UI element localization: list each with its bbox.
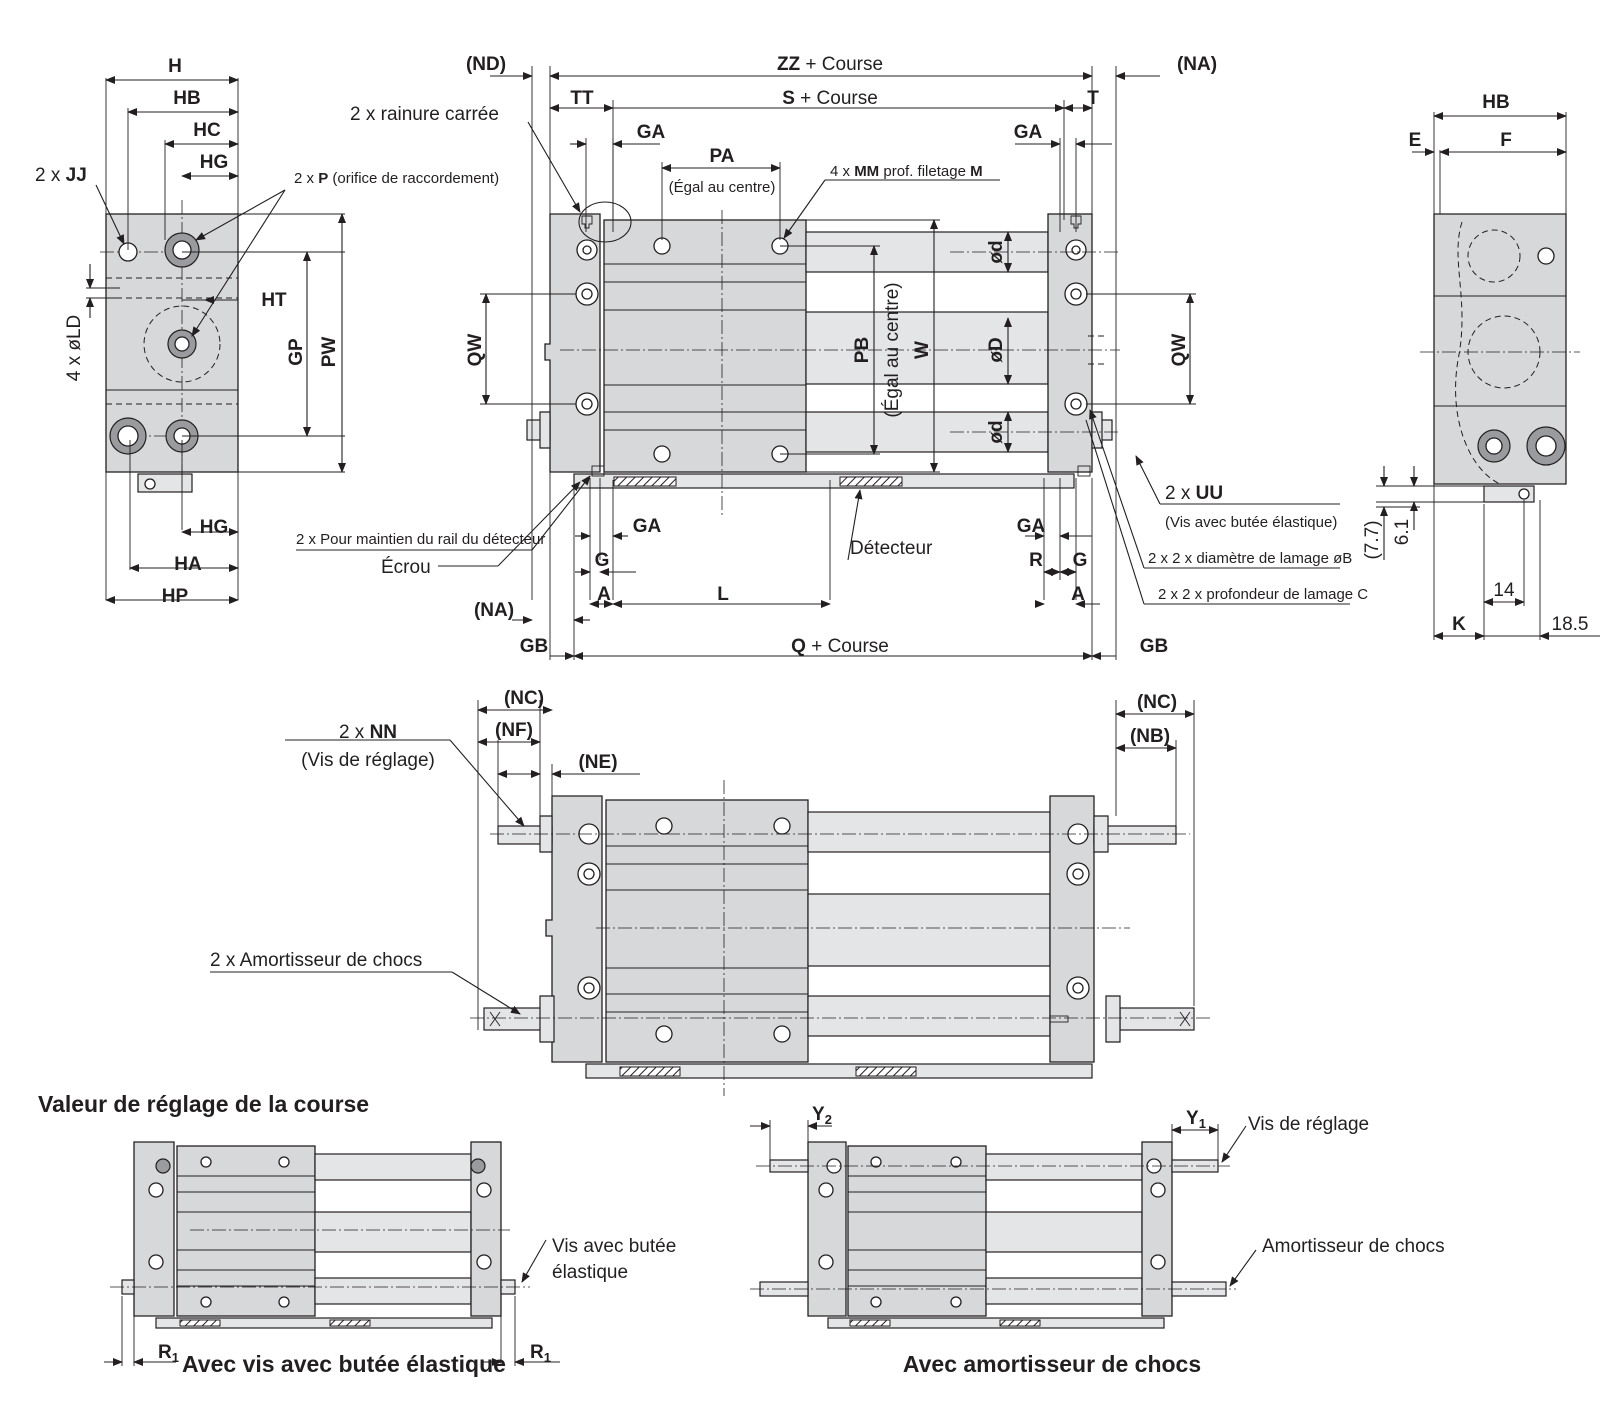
shock-absorber-small-label: Amortisseur de chocs <box>1262 1236 1445 1257</box>
y1-label: Y1 <box>1186 1108 1206 1131</box>
counterbore-diameter-label: 2 x 2 x diamètre de lamage øB <box>1148 550 1352 567</box>
adjust-screw-label: Vis de réglage <box>1248 1114 1369 1135</box>
dim-ha-label: HA <box>174 554 202 575</box>
ld-holes-label: 4 x øLD <box>64 315 85 382</box>
dim-pw-label: PW <box>319 337 340 368</box>
dim-7-7-label: (7.7) <box>1362 520 1383 559</box>
dim-s-label: S + Course <box>782 88 878 109</box>
dim-oD-label: øD <box>986 337 1007 362</box>
dim-qw-right-label: QW <box>1169 334 1190 367</box>
left-end-view: H HB HC HG HT HG HA HP GP PW 4 x øLD 2 x… <box>35 56 499 607</box>
dim-qw-left-label: QW <box>465 334 486 367</box>
section-title: Valeur de réglage de la course <box>38 1091 369 1117</box>
dim-od-bottom-label: ød <box>986 420 1007 443</box>
dim-ga-bl-label: GA <box>633 516 662 537</box>
dim-h-label: H <box>168 56 182 77</box>
dim-g-right-label: G <box>1073 550 1088 571</box>
dim-ga-tr-label: GA <box>1014 122 1043 143</box>
rail-holder-label: 2 x Pour maintien du rail du détecteur <box>296 531 545 548</box>
dim-hg-bottom-label: HG <box>200 517 229 538</box>
dim-gb-left-label: GB <box>520 636 549 657</box>
dim-nd-label: (ND) <box>466 54 506 75</box>
stopper-screw-label-line2: élastique <box>552 1262 628 1283</box>
dim-t-label: T <box>1087 88 1099 109</box>
dim-pb-label: PB <box>852 337 873 363</box>
stopper-screw-label-line1: Vis avec butée <box>552 1236 676 1257</box>
detector-label: Détecteur <box>850 538 933 559</box>
dim-tt-label: TT <box>570 88 594 109</box>
dim-g-left-label: G <box>595 550 610 571</box>
dim-14-label: 14 <box>1493 580 1515 601</box>
right-end-plate <box>1433 213 1567 485</box>
dim-nf-label: (NF) <box>495 720 533 741</box>
dim-hp-label: HP <box>162 586 189 607</box>
dim-nc-left-label: (NC) <box>504 688 544 709</box>
dim-hb-label: HB <box>173 88 200 109</box>
dim-18-5-label: 18.5 <box>1552 614 1589 635</box>
mm-thread-icon <box>653 237 671 255</box>
middle-view: (NC) (NF) (NE) (NC) (NB) 2 x NN (Vis de … <box>210 688 1210 1096</box>
caption-shock-absorber: Avec amortisseur de chocs <box>903 1351 1201 1377</box>
nn-desc: (Vis de réglage) <box>301 750 435 771</box>
counterbore-depth-label: 2 x 2 x profondeur de lamage C <box>1158 586 1368 603</box>
pa-note: (Égal au centre) <box>669 179 776 196</box>
caption-stopper-screw: Avec vis avec butée élastique <box>182 1351 506 1377</box>
dim-na-bottom-label: (NA) <box>474 600 514 621</box>
dim-a-right-label: A <box>1071 584 1085 605</box>
dim-k-label: K <box>1452 614 1466 635</box>
dim-nc-right-label: (NC) <box>1137 692 1177 713</box>
view-with-stopper-screw: R1 R1 Vis avec butée élastique Avec vis … <box>104 1141 676 1377</box>
dim-ht-label: HT <box>261 290 287 311</box>
mm-thread-label: 4 x MM prof. filetage M <box>830 163 983 180</box>
dim-w-label: W <box>912 341 933 359</box>
dim-hb-right-label: HB <box>1482 92 1509 113</box>
y2-label: Y2 <box>812 1104 832 1127</box>
view-with-shock-absorber: Y2 Y1 Vis de réglage Amortisseur de choc… <box>750 1104 1445 1377</box>
dim-ga-br-label: GA <box>1017 516 1046 537</box>
dim-od-top-label: ød <box>986 240 1007 263</box>
dim-ga-tl-label: GA <box>637 122 666 143</box>
r1-right-label: R1 <box>530 1342 551 1365</box>
dim-hc-label: HC <box>193 120 221 141</box>
dim-ne-label: (NE) <box>578 752 617 773</box>
dim-l-label: L <box>717 584 729 605</box>
dim-hg-top-label: HG <box>200 152 229 173</box>
dim-q-label: Q + Course <box>791 636 889 657</box>
uu-desc: (Vis avec butée élastique) <box>1165 514 1337 531</box>
dim-na-top-label: (NA) <box>1177 54 1217 75</box>
dim-nb-label: (NB) <box>1130 726 1170 747</box>
port-p-label: 2 x P (orifice de raccordement) <box>294 170 499 187</box>
shock-absorber-label: 2 x Amortisseur de chocs <box>210 950 422 971</box>
dim-f-label: F <box>1500 130 1512 151</box>
uu-label: 2 x UU <box>1165 483 1223 504</box>
jj-label: 2 x JJ <box>35 165 87 186</box>
front-table <box>603 219 807 473</box>
front-view: (ND) (NA) ZZ + Course S + Course TT T GA… <box>296 54 1368 660</box>
pb-note: (Égal au centre) <box>882 282 903 417</box>
r1-left-label: R1 <box>158 1342 179 1365</box>
dim-a-left-label: A <box>597 584 611 605</box>
right-end-view: HB E F (7.7) 6.1 K 14 18.5 <box>1362 92 1600 640</box>
nn-label: 2 x NN <box>339 722 397 743</box>
square-groove-label: 2 x rainure carrée <box>350 104 499 125</box>
dim-6-1-label: 6.1 <box>1392 519 1413 545</box>
nut-label: Écrou <box>381 557 431 578</box>
dim-zz-label: ZZ + Course <box>777 54 883 75</box>
dim-gb-right-label: GB <box>1140 636 1169 657</box>
dim-pa-label: PA <box>710 146 735 167</box>
dim-e-label: E <box>1409 130 1422 151</box>
dim-r-label: R <box>1029 550 1043 571</box>
stroke-adjustment-section: Valeur de réglage de la course <box>38 1091 1445 1377</box>
dim-gp-label: GP <box>286 338 307 366</box>
